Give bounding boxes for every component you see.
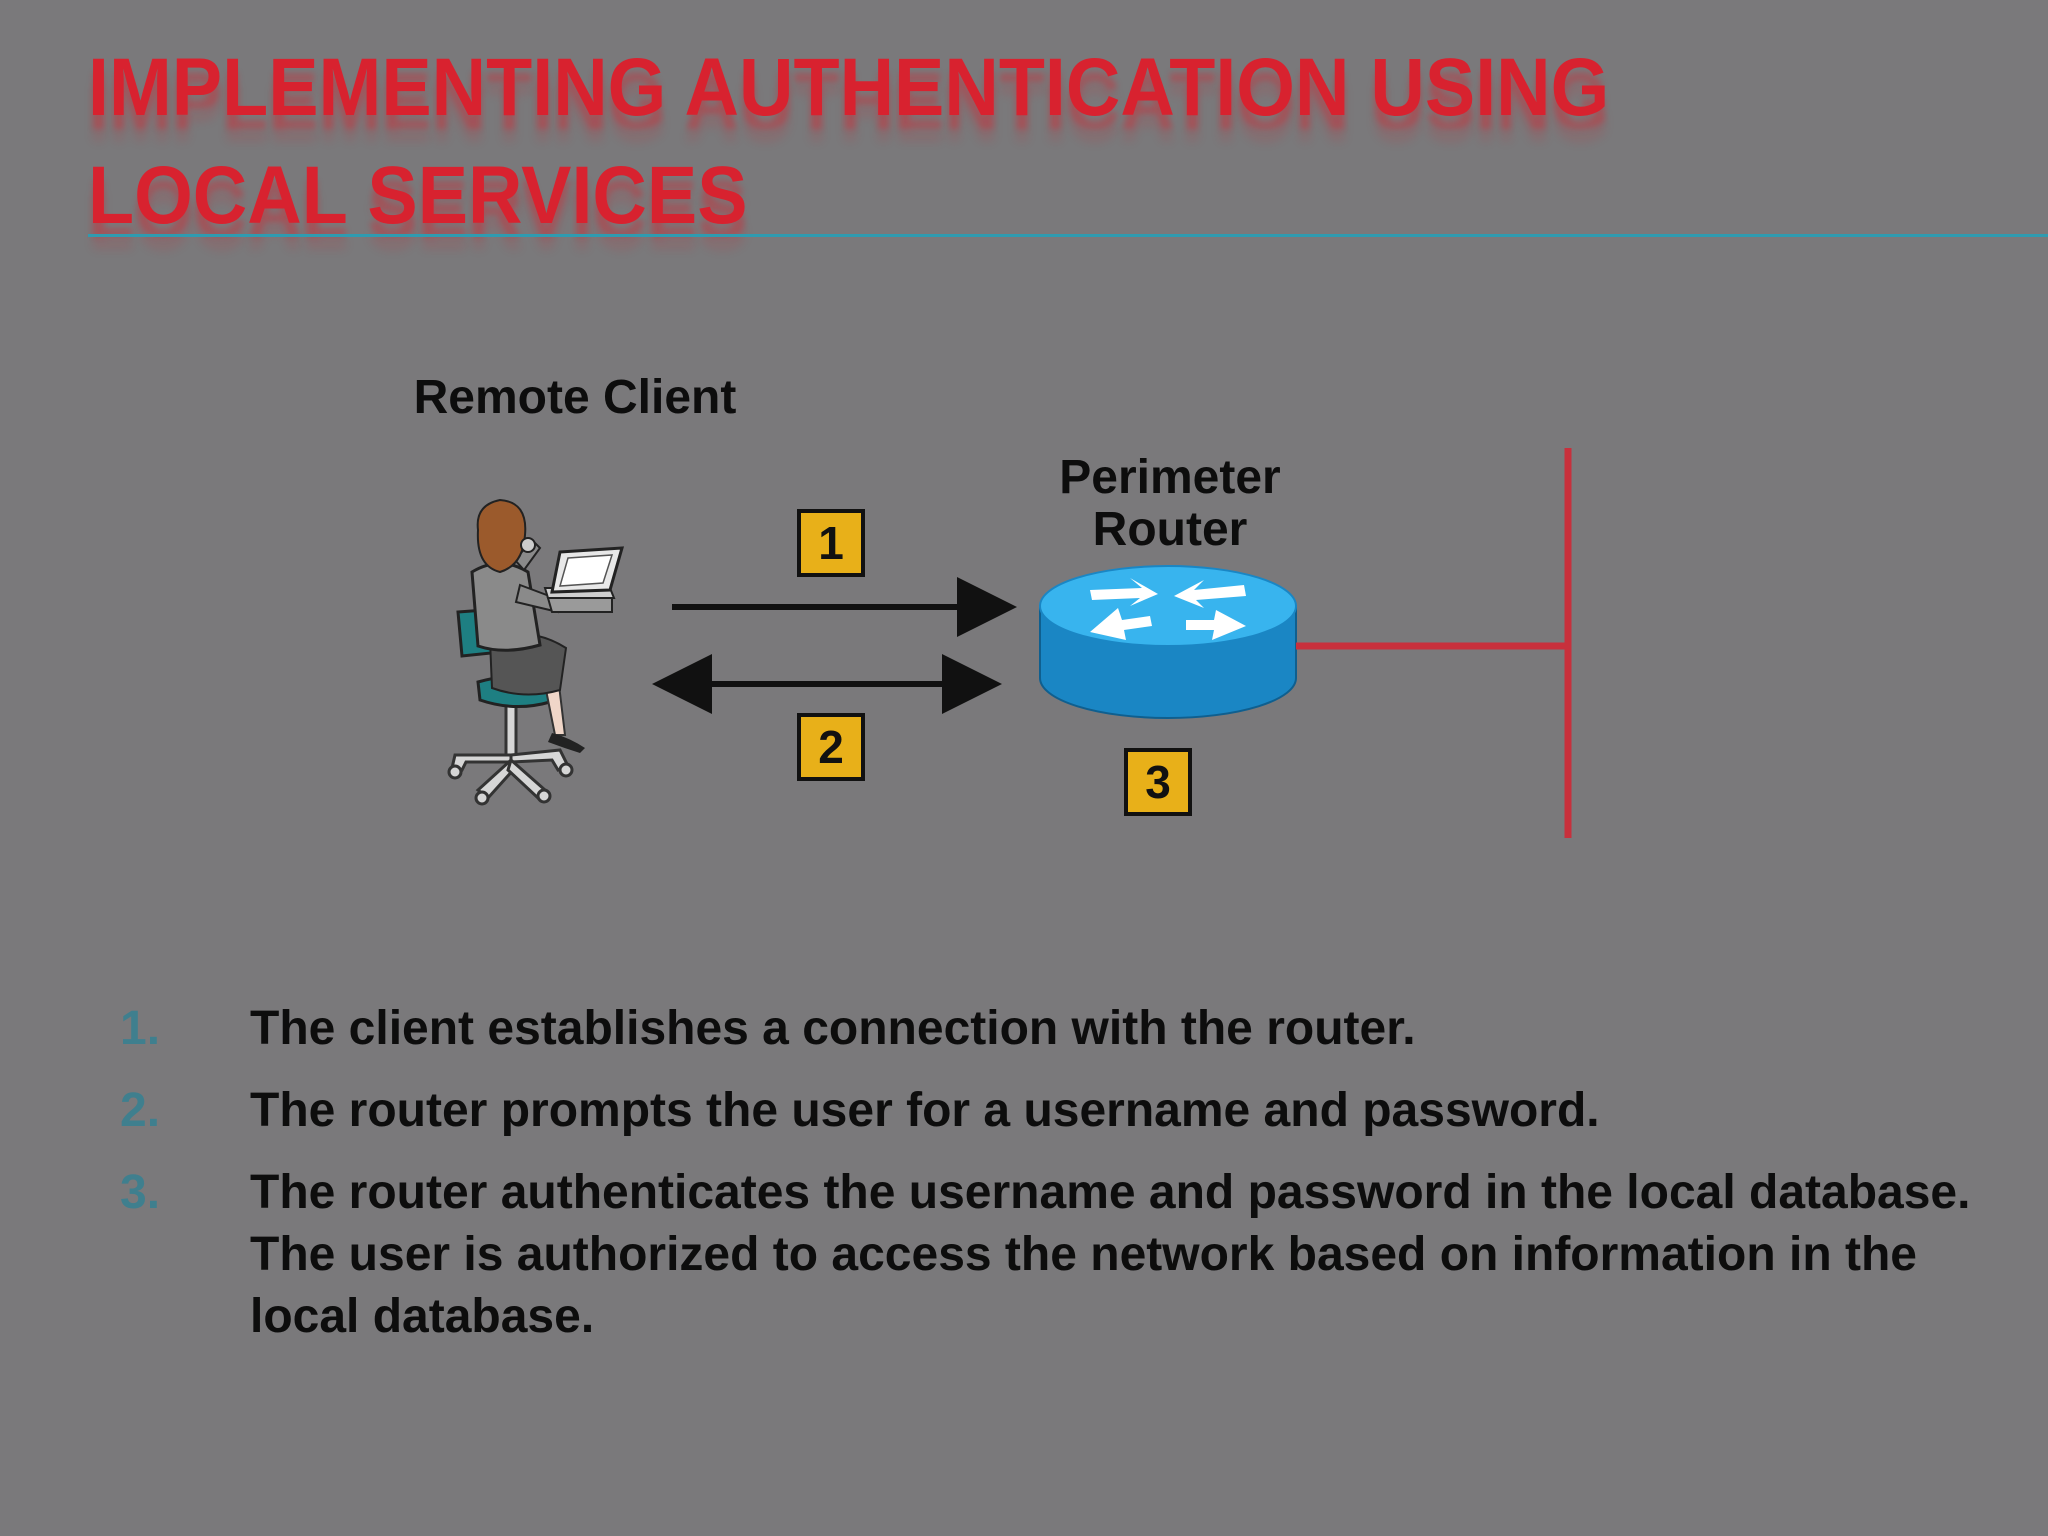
network-segment-line <box>1296 448 1572 838</box>
step-item: 2. The router prompts the user for a use… <box>120 1080 2000 1142</box>
step-item: 1. The client establishes a connection w… <box>120 998 2000 1060</box>
step-badge-2: 2 <box>797 713 865 781</box>
remote-client-label: Remote Client <box>413 371 737 424</box>
step-text: The router prompts the user for a userna… <box>250 1084 1600 1137</box>
perimeter-router-label: Perimeter Router <box>1059 451 1281 556</box>
step-badge-1: 1 <box>797 509 865 577</box>
step-text: The client establishes a connection with… <box>250 1002 1416 1055</box>
step-number: 1. <box>120 1002 161 1055</box>
remote-client-figure-icon <box>447 498 625 806</box>
router-icon <box>1039 565 1297 719</box>
step-number: 3. <box>120 1166 161 1219</box>
steps-list: 1. The client establishes a connection w… <box>120 998 2000 1368</box>
step-badge-3: 3 <box>1124 748 1192 816</box>
slide-title: Implementing Authentication Using Local … <box>88 42 1610 241</box>
step-number: 2. <box>120 1084 161 1137</box>
step-text: The router authenticates the username an… <box>250 1166 1971 1343</box>
title-underline <box>88 234 2048 237</box>
step-item: 3. The router authenticates the username… <box>120 1162 2000 1348</box>
